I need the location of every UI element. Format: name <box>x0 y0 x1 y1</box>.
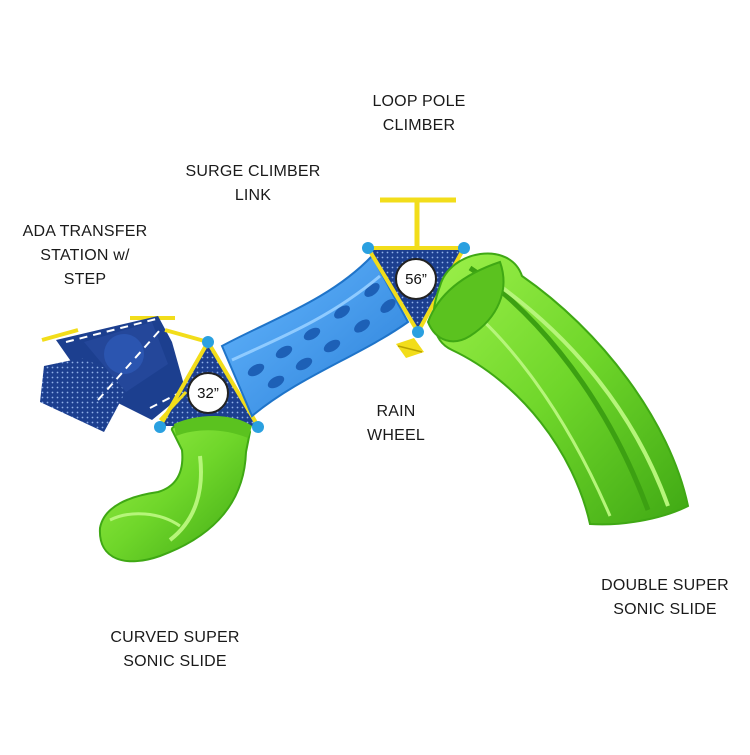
label-double-super-sonic-slide-line-1: DOUBLE SUPER <box>601 577 729 594</box>
right-deck-height-text: 56” <box>405 270 427 288</box>
ada-transfer-station <box>40 316 186 432</box>
label-ada-transfer-station-line-2: STATION w/ <box>40 247 130 264</box>
loop-pole-climber <box>380 197 456 248</box>
label-curved-super-sonic-slide: CURVED SUPER SONIC SLIDE <box>90 626 260 674</box>
label-double-super-sonic-slide-line-2: SONIC SLIDE <box>613 601 717 618</box>
label-loop-pole-climber-line-1: LOOP POLE <box>372 93 466 110</box>
left-deck-height-text: 32” <box>197 384 219 402</box>
label-rain-wheel-line-1: RAIN <box>376 403 416 420</box>
double-super-sonic-slide <box>426 252 690 526</box>
label-ada-transfer-station-line-3: STEP <box>63 271 107 288</box>
label-surge-climber-link-line-2: LINK <box>234 187 272 204</box>
left-deck-height-label: 32” <box>185 370 231 416</box>
label-ada-transfer-station-line-1: ADA TRANSFER <box>22 223 148 240</box>
surge-climber-link <box>220 254 410 418</box>
label-surge-climber-link: SURGE CLIMBER LINK <box>168 160 338 208</box>
curved-super-sonic-slide <box>98 415 252 563</box>
label-curved-super-sonic-slide-line-1: CURVED SUPER <box>110 629 240 646</box>
right-deck-height-label: 56” <box>393 256 439 302</box>
rain-wheel <box>396 338 424 358</box>
label-curved-super-sonic-slide-line-2: SONIC SLIDE <box>123 653 227 670</box>
right-deck-height-circle <box>395 258 437 300</box>
label-surge-climber-link-line-1: SURGE CLIMBER <box>185 163 321 180</box>
label-rain-wheel: RAIN WHEEL <box>346 400 446 448</box>
label-double-super-sonic-slide: DOUBLE SUPER SONIC SLIDE <box>580 574 750 622</box>
label-rain-wheel-line-2: WHEEL <box>367 427 425 444</box>
left-deck-height-circle <box>187 372 229 414</box>
label-ada-transfer-station: ADA TRANSFER STATION w/ STEP <box>10 220 160 292</box>
label-loop-pole-climber-line-2: CLIMBER <box>382 117 456 134</box>
label-loop-pole-climber: LOOP POLE CLIMBER <box>344 90 494 138</box>
